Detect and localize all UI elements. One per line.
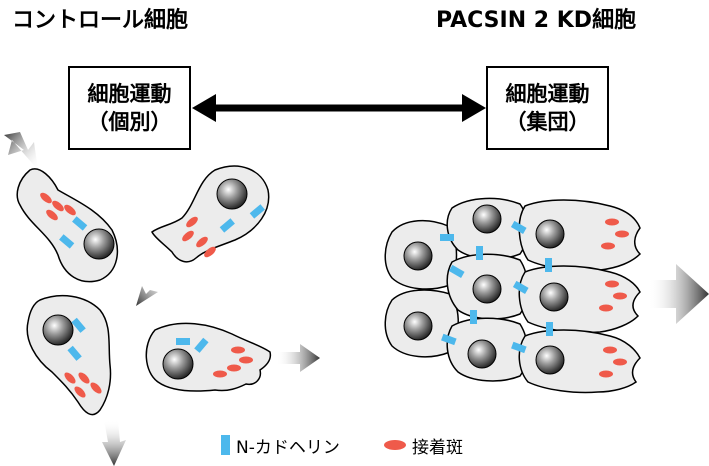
legend-focal-adhesion: 接着斑 xyxy=(384,434,463,458)
box-right-line1: 細胞運動 xyxy=(505,82,590,106)
arrow-down-left xyxy=(136,268,172,306)
control-cell-4 xyxy=(145,322,272,392)
legend-cadherin: N-カドヘリン xyxy=(221,434,340,458)
box-right-line2: （集団） xyxy=(505,110,590,134)
box-left-line1: 細胞運動 xyxy=(87,82,172,106)
control-cell-1 xyxy=(16,168,119,283)
box-left-line2: （個別） xyxy=(87,110,172,134)
arrow-right-small xyxy=(276,344,320,372)
box-collective-motility: 細胞運動 （集団） xyxy=(486,66,609,150)
arrow-down xyxy=(102,420,126,466)
title-pacsin2-kd-cells: PACSIN 2 KD細胞 xyxy=(436,8,637,33)
arrow-up-left xyxy=(4,132,38,170)
legend-focal-adhesion-label: 接着斑 xyxy=(412,437,463,458)
control-cell-2 xyxy=(151,165,270,263)
focal-adhesion-swatch-icon xyxy=(384,440,406,450)
arrow-right-large xyxy=(648,264,709,324)
control-cell-3 xyxy=(26,294,112,416)
box-individual-motility: 細胞運動 （個別） xyxy=(68,66,191,150)
double-arrow xyxy=(192,94,486,122)
cell-sheet xyxy=(384,197,642,394)
legend-cadherin-label: N-カドヘリン xyxy=(236,437,340,458)
cadherin-swatch-icon xyxy=(221,435,230,455)
title-control-cells: コントロール細胞 xyxy=(12,8,189,33)
